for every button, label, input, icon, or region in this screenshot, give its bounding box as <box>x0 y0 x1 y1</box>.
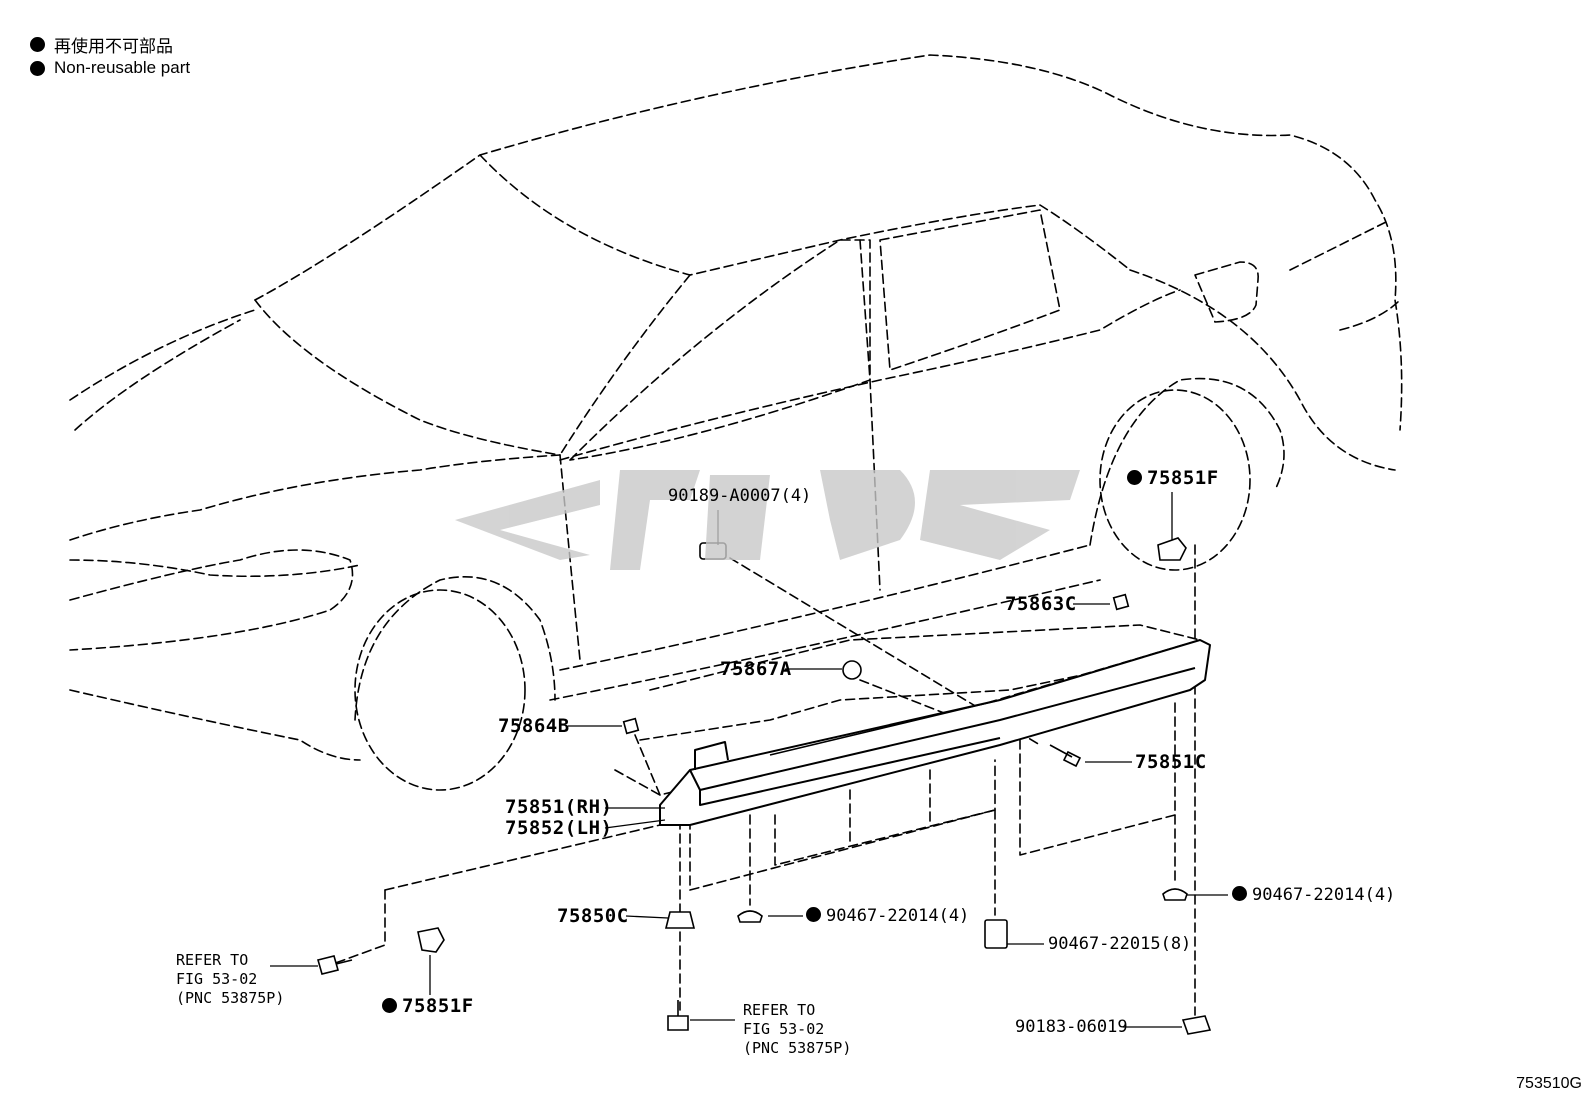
figure-id: 753510G <box>1516 1075 1582 1092</box>
clip-90467-22015-icon <box>984 919 1008 949</box>
refer-left-line3: (PNC 53875P) <box>176 989 285 1007</box>
rocker-panel <box>659 639 1211 826</box>
guide-v2 <box>774 809 996 866</box>
clip-75851F-top-icon <box>1157 537 1187 561</box>
rear-wheel <box>1099 389 1251 571</box>
refer-left-line1: REFER TO <box>176 951 249 969</box>
bolt-left-icon <box>317 955 353 975</box>
nut-right-icon <box>1162 888 1188 901</box>
label-90467-22015: 90467-22015(8) <box>1048 934 1192 954</box>
label-75851-rh: 75851(RH) <box>505 796 613 818</box>
front-lower <box>69 689 361 761</box>
non-reusable-icon <box>806 907 821 922</box>
label-75851f-bottom: 75851F <box>382 996 474 1017</box>
bolt-mid-icon <box>667 1000 689 1031</box>
label-75851f-top: 75851F <box>1127 468 1219 489</box>
tail-line <box>1289 219 1391 271</box>
legend-english: Non-reusable part <box>54 58 191 77</box>
bonnet-crease <box>69 309 256 401</box>
seal-75863C-icon <box>1112 593 1130 611</box>
nut-90183-icon <box>1181 1015 1212 1035</box>
bonnet-crease-2 <box>74 319 241 431</box>
front-fascia <box>69 454 561 541</box>
label-75864b: 75864B <box>498 715 570 737</box>
seal-75864B-icon <box>622 717 640 735</box>
windshield-outline <box>479 154 1131 276</box>
refer-mid-line1: REFER TO <box>743 1001 816 1019</box>
rear-quarter <box>1129 269 1396 471</box>
rocker-line <box>549 579 1101 701</box>
label-90183-06019: 90183-06019 <box>1015 1017 1128 1037</box>
a-pillar-line <box>559 274 691 456</box>
leader-left-main <box>384 824 661 891</box>
label-90467-22014-right-text: 90467-22014(4) <box>1252 885 1396 905</box>
door-belt <box>559 289 1181 461</box>
fuel-door <box>1194 261 1259 323</box>
refer-left-block: REFER TO FIG 53-02 (PNC 53875P) <box>176 951 284 1008</box>
guide-v1 <box>689 759 996 891</box>
nut-mid-icon <box>737 910 763 923</box>
legend-japanese: 再使用不可部品 <box>54 37 173 56</box>
label-75852-lh: 75852(LH) <box>505 817 613 839</box>
legend-row-japanese: 再使用不可部品 <box>30 32 173 57</box>
door-bottom <box>559 544 1091 671</box>
non-reusable-icon <box>1232 886 1247 901</box>
leader-left-bolt <box>329 889 386 966</box>
front-door-front-edge <box>559 454 581 661</box>
refer-mid-line3: (PNC 53875P) <box>743 1039 852 1057</box>
bullet-icon <box>30 37 45 52</box>
rear-wheel-arch <box>1089 377 1285 546</box>
front-wheel-arch <box>354 576 556 721</box>
label-75863c: 75863C <box>1005 593 1077 615</box>
leader-75864B <box>634 734 661 796</box>
rocker-guide-box <box>649 624 1201 691</box>
front-wheel <box>354 589 526 791</box>
legend-row-english: Non-reusable part <box>30 58 190 78</box>
refer-mid-block: REFER TO FIG 53-02 (PNC 53875P) <box>743 1001 851 1058</box>
refer-mid-line2: FIG 53-02 <box>743 1020 825 1038</box>
headlight <box>69 559 361 578</box>
tail-line-2 <box>1339 299 1401 331</box>
rear-door-window <box>879 209 1061 371</box>
label-90189-a0007: 90189-A0007(4) <box>668 486 812 506</box>
front-bumper <box>69 549 354 651</box>
label-90467-22014-right: 90467-22014(4) <box>1232 886 1395 905</box>
non-reusable-icon <box>1127 470 1142 485</box>
clip-75850C-icon <box>664 911 696 929</box>
watermark-logo <box>455 470 1080 570</box>
label-90467-22014-mid: 90467-22014(4) <box>806 907 969 926</box>
bullet-icon <box>30 60 45 76</box>
label-75850c: 75850C <box>557 905 629 927</box>
label-75851f-top-text: 75851F <box>1147 467 1219 489</box>
guide-v5 <box>1019 699 1176 856</box>
clip-75867A-icon <box>842 660 862 680</box>
clip-75851F-bottom-icon <box>417 927 445 953</box>
non-reusable-icon <box>382 998 397 1013</box>
label-75851c: 75851C <box>1135 751 1207 773</box>
label-90467-22014-mid-text: 90467-22014(4) <box>826 906 970 926</box>
screw-75851C-icon <box>1049 744 1082 768</box>
refer-left-line2: FIG 53-02 <box>176 970 258 988</box>
label-75851f-bottom-text: 75851F <box>402 995 474 1017</box>
hood-line <box>254 299 561 456</box>
front-door-window <box>569 239 871 461</box>
label-75867a: 75867A <box>720 658 792 680</box>
